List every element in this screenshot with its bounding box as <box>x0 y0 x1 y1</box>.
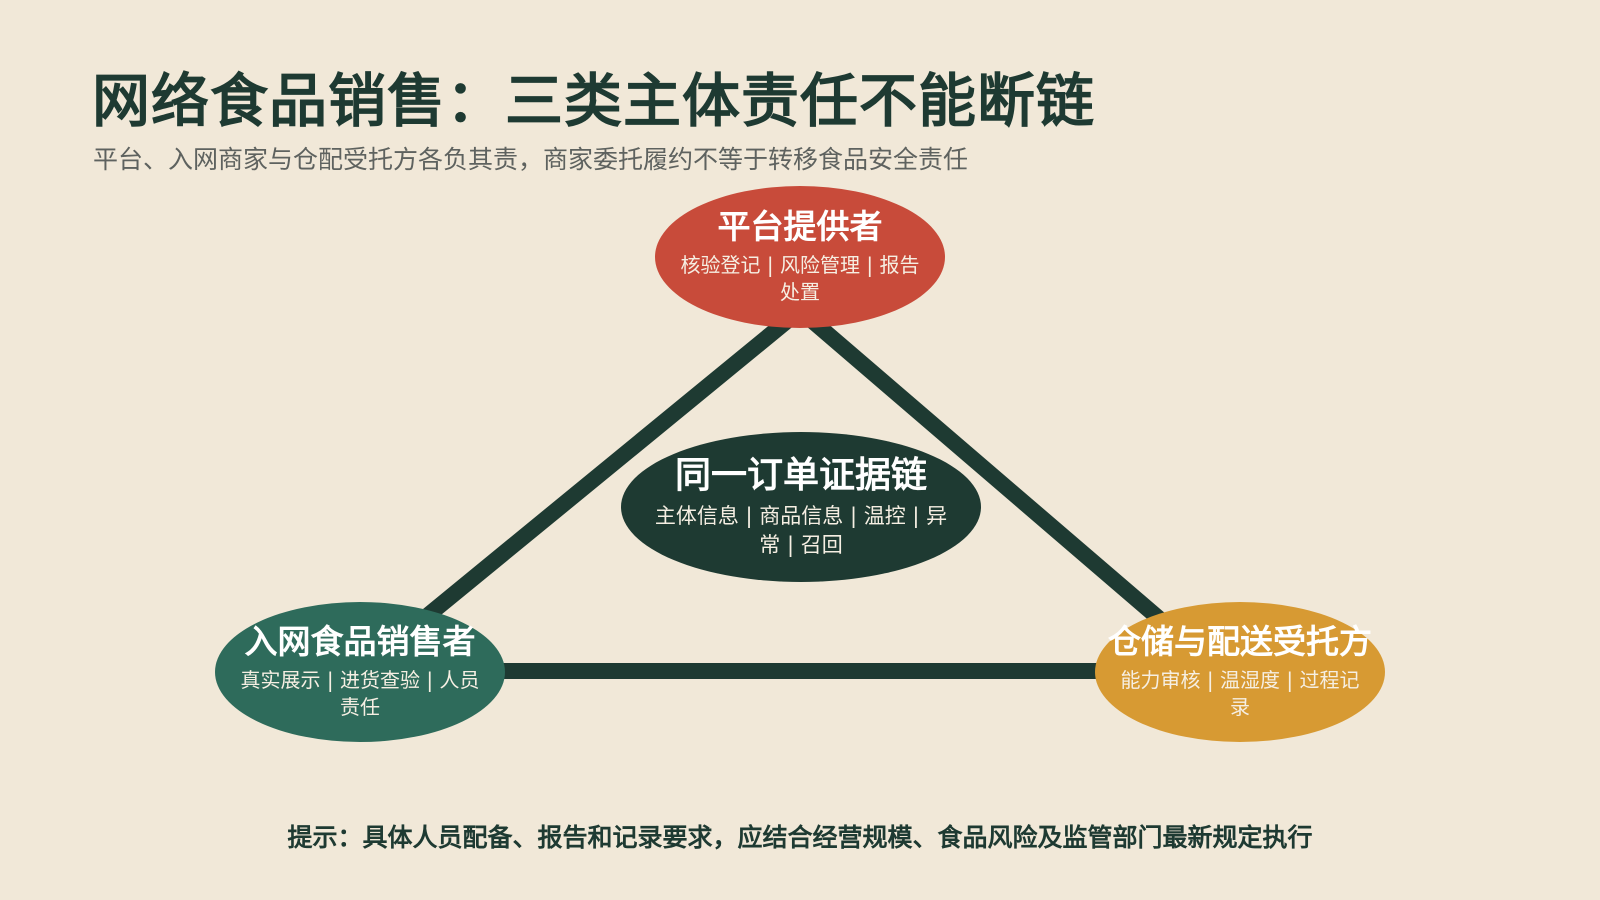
node-seller: 入网食品销售者 真实展示 | 进货查验 | 人员责任 <box>215 602 505 742</box>
node-warehouse-title: 仓储与配送受托方 <box>1108 622 1372 662</box>
node-seller-title: 入网食品销售者 <box>244 622 476 662</box>
node-center-desc: 主体信息 | 商品信息 | 温控 | 异常 | 召回 <box>654 504 948 557</box>
node-platform-desc: 核验登记 | 风险管理 | 报告处置 <box>680 252 920 304</box>
page-title: 网络食品销售：三类主体责任不能断链 <box>92 67 1096 135</box>
node-platform-title: 平台提供者 <box>717 207 883 247</box>
node-center-title: 同一订单证据链 <box>674 454 927 496</box>
edge-platform-seller <box>420 300 810 624</box>
node-platform: 平台提供者 核验登记 | 风险管理 | 报告处置 <box>655 186 945 328</box>
page-subtitle: 平台、入网商家与仓配受托方各负其责，商家委托履约不等于转移食品安全责任 <box>93 145 969 174</box>
footer-tip: 提示：具体人员配备、报告和记录要求，应结合经营规模、食品风险及监管部门最新规定执… <box>287 823 1313 852</box>
node-seller-desc: 真实展示 | 进货查验 | 人员责任 <box>240 667 480 719</box>
edge-platform-warehouse <box>790 300 1182 640</box>
node-warehouse-desc: 能力审核 | 温湿度 | 过程记录 <box>1120 667 1360 719</box>
node-center: 同一订单证据链 主体信息 | 商品信息 | 温控 | 异常 | 召回 <box>621 432 981 582</box>
node-warehouse: 仓储与配送受托方 能力审核 | 温湿度 | 过程记录 <box>1095 602 1385 742</box>
